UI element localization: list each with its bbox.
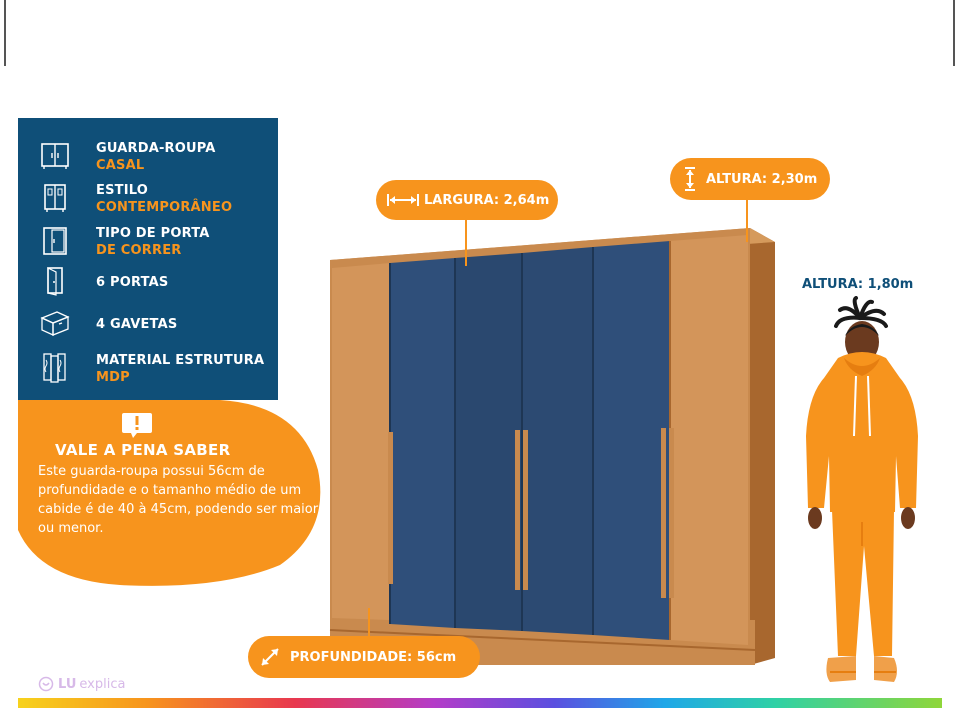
altura-line bbox=[746, 198, 748, 242]
spec-value: CONTEMPORÂNEO bbox=[96, 200, 233, 215]
spec-label: 6 PORTAS bbox=[96, 274, 169, 290]
spec-value: CASAL bbox=[96, 158, 145, 173]
profundidade-label: PROFUNDIDADE: 56cm bbox=[290, 649, 457, 665]
person-illustration bbox=[806, 296, 918, 682]
spec-value: MDP bbox=[96, 370, 130, 385]
cabinet-style-icon bbox=[36, 183, 74, 213]
frame-line-left bbox=[4, 0, 6, 66]
info-body: Este guarda-roupa possui 56cm de profund… bbox=[38, 464, 319, 536]
altura-label: ALTURA: 2,30m bbox=[706, 171, 818, 187]
profundidade-line bbox=[368, 608, 370, 642]
spec-label: 4 GAVETAS bbox=[96, 316, 178, 332]
altura-pill: ALTURA: 2,30m bbox=[670, 158, 830, 200]
wardrobe-illustration bbox=[329, 228, 775, 665]
person-height-label: ALTURA: 1,80m bbox=[802, 277, 914, 292]
frame-line-right bbox=[953, 0, 955, 66]
spec-label: ESTILO bbox=[96, 183, 149, 198]
profundidade-pill: PROFUNDIDADE: 56cm bbox=[248, 636, 480, 678]
spec-panel: GUARDA-ROUPA CASAL ESTILO CONTEMPORÂNEO … bbox=[18, 118, 278, 400]
depth-arrow-icon bbox=[261, 648, 279, 666]
spec-label: GUARDA-ROUPA bbox=[96, 141, 216, 156]
width-arrow-icon bbox=[387, 194, 419, 206]
sliding-door-icon bbox=[36, 226, 74, 256]
logo-text: explica bbox=[79, 676, 126, 692]
lu-logo-icon bbox=[38, 676, 54, 692]
height-arrow-icon bbox=[685, 167, 695, 191]
largura-label: LARGURA: 2,64m bbox=[424, 192, 550, 208]
spec-row-type: GUARDA-ROUPA CASAL bbox=[18, 138, 278, 174]
door-icon bbox=[36, 266, 74, 296]
material-icon bbox=[36, 352, 74, 384]
wardrobe-icon bbox=[36, 141, 74, 171]
drawers-icon bbox=[36, 308, 74, 338]
spec-row-door-type: TIPO DE PORTA DE CORRER bbox=[18, 223, 278, 259]
spec-row-style: ESTILO CONTEMPORÂNEO bbox=[18, 180, 278, 216]
largura-line bbox=[465, 218, 467, 266]
spec-value: DE CORRER bbox=[96, 243, 182, 258]
lu-explica-logo: LU explica bbox=[38, 676, 125, 692]
info-blob bbox=[18, 400, 321, 586]
spec-row-doors: 6 PORTAS bbox=[18, 266, 278, 296]
info-title: VALE A PENA SABER bbox=[55, 441, 231, 459]
rainbow-bar bbox=[18, 698, 942, 708]
spec-label: TIPO DE PORTA bbox=[96, 226, 210, 241]
spec-label: MATERIAL ESTRUTURA bbox=[96, 353, 265, 368]
alert-icon bbox=[121, 412, 153, 438]
logo-prefix: LU bbox=[58, 676, 77, 692]
largura-pill: LARGURA: 2,64m bbox=[376, 180, 558, 220]
spec-row-material: MATERIAL ESTRUTURA MDP bbox=[18, 350, 278, 386]
spec-row-drawers: 4 GAVETAS bbox=[18, 308, 278, 338]
